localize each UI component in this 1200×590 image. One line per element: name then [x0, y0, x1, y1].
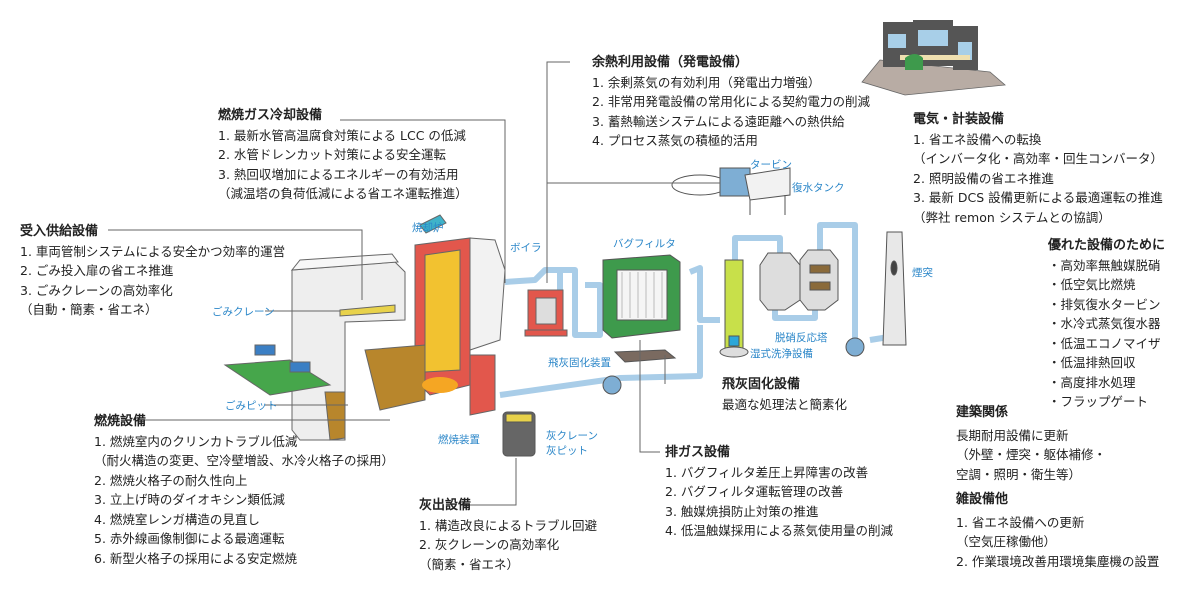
section-item: 4. プロセス蒸気の積極的活用 [592, 133, 758, 148]
section-item: 2. バグフィルタ運転管理の改善 [665, 484, 844, 499]
section-item: （弊社 remon システムとの協調） [913, 209, 1111, 225]
label-turbine: タービン [750, 159, 792, 171]
section-item: 1. 燃焼室内のクリンカトラブル低減 [94, 433, 298, 449]
section-receiving: 受入供給設備 1. 車両管制システムによる安全かつ効率的運営 2. ごみ投入扉の… [20, 222, 285, 320]
turbine [671, 167, 791, 215]
section-item: 3. 熱回収増加によるエネルギーの有効活用 [218, 166, 459, 182]
bullet-item: ・高度排水処理 [1048, 374, 1136, 390]
section-title: 優れた設備のために [1048, 238, 1166, 253]
label-chimney: 煙突 [912, 267, 933, 279]
bag-filter [602, 254, 681, 363]
section-item: 1. 最新水管高温腐食対策による LCC の低減 [218, 127, 466, 143]
section-item: 最適な処理法と簡素化 [722, 396, 848, 412]
section-item: （減温塔の負荷低減による省エネ運転推進） [218, 186, 468, 201]
section-item: 3. 最新 DCS 設備更新による最適運転の推進 [913, 190, 1163, 205]
boiler [524, 289, 568, 337]
section-item: 1. 余剰蒸気の有効利用（発電出力増強） [592, 74, 821, 90]
section-item: 4. 燃焼室レンガ構造の見直し [94, 511, 260, 527]
section-title: 燃焼設備 [94, 414, 147, 429]
wet-scrubber [719, 259, 749, 358]
label-boiler: ボイラ [510, 242, 542, 254]
label-bag-filter: バグフィルタ [613, 238, 676, 250]
section-waste-heat: 余熱利用設備（発電設備） 1. 余剰蒸気の有効利用（発電出力増強） 2. 非常用… [592, 53, 870, 151]
section-item: 2. 非常用発電設備の常用化による契約電力の削減 [592, 94, 871, 109]
section-item: 2. 照明設備の省エネ推進 [913, 170, 1054, 186]
section-title: 灰出設備 [419, 498, 472, 513]
section-title: 燃焼ガス冷却設備 [218, 108, 323, 123]
section-item: （インバータ化・高効率・回生コンバータ） [913, 151, 1164, 166]
section-item: 2. ごみ投入扉の省エネ推進 [20, 263, 174, 278]
section-exhaust: 排ガス設備 1. バグフィルタ差圧上昇障害の改善 2. バグフィルタ運転管理の改… [665, 443, 893, 541]
section-title: 余熱利用設備（発電設備） [592, 55, 749, 70]
leader-lines [108, 61, 720, 506]
section-item: （外壁・煙突・躯体補修・ [956, 447, 1107, 462]
section-item: 1. バグフィルタ差圧上昇障害の改善 [665, 464, 869, 480]
ash-pit [502, 411, 536, 457]
section-electrical: 電気・計装設備 1. 省エネ設備への転換 （インバータ化・高効率・回生コンバータ… [913, 110, 1163, 227]
section-item: 3. 蓄熱輸送システムによる遠距離への熱供給 [592, 113, 845, 129]
section-item: 1. 省エネ設備への更新 [956, 514, 1085, 530]
bullet-item: ・フラップゲート [1048, 394, 1149, 409]
label-garbage-pit: ごみピット [225, 400, 278, 412]
bullet-item: ・水冷式蒸気復水器 [1048, 316, 1161, 331]
section-item: （自動・簡素・省エネ） [20, 302, 158, 317]
section-building: 建築関係 長期耐用設備に更新 （外壁・煙突・躯体補修・ 空調・照明・衛生等） [956, 403, 1106, 484]
section-title: 建築関係 [956, 405, 1009, 420]
section-item: 1. 車両管制システムによる安全かつ効率的運営 [20, 243, 286, 259]
section-title: 電気・計装設備 [913, 112, 1005, 127]
label-incinerator: 焼却炉 [412, 222, 444, 234]
section-item: 2. 燃焼火格子の耐久性向上 [94, 472, 248, 488]
garbage-building [223, 253, 406, 441]
section-combustion: 燃焼設備 1. 燃焼室内のクリンカトラブル低減 （耐火構造の変更、空冷壁増設、水… [94, 412, 394, 568]
section-title: 排ガス設備 [665, 445, 731, 460]
section-item: 3. ごみクレーンの高効率化 [20, 282, 173, 298]
control-room [861, 20, 1006, 96]
section-item: 3. 立上げ時のダイオキシン類低減 [94, 492, 285, 507]
section-title: 飛灰固化設備 [722, 377, 801, 392]
section-misc: 雑設備他 1. 省エネ設備への更新 （空気圧稼働他） 2. 作業環境改善用環境集… [956, 490, 1159, 571]
section-item: 2. 水管ドレンカット対策による安全運転 [218, 147, 447, 162]
section-item: （耐火構造の変更、空冷壁増設、水冷火格子の採用） [94, 453, 395, 468]
section-ash: 灰出設備 1. 構造改良によるトラブル回避 2. 灰クレーンの高効率化 （簡素・… [419, 496, 597, 574]
section-title: 雑設備他 [956, 492, 1009, 507]
label-condensate-tank: 復水タンク [792, 182, 845, 194]
label-combustion-device: 燃焼装置 [438, 434, 480, 446]
section-item: 5. 赤外線画像制御による最適運転 [94, 531, 285, 546]
incinerator [364, 214, 506, 416]
section-gas-cooling: 燃焼ガス冷却設備 1. 最新水管高温腐食対策による LCC の低減 2. 水管ド… [218, 106, 468, 204]
label-garbage-crane: ごみクレーン [212, 306, 275, 318]
bullet-item: ・低温排熱回収 [1048, 355, 1136, 370]
section-item: 2. 作業環境改善用環境集塵機の設置 [956, 553, 1160, 569]
bullet-item: ・高効率無触媒脱硝 [1048, 257, 1161, 273]
denitration-tower [759, 249, 839, 311]
section-fly-ash: 飛灰固化設備 最適な処理法と簡素化 [722, 375, 847, 414]
bullet-item: ・低温エコノマイザ [1048, 335, 1161, 351]
section-item: （簡素・省エネ） [419, 556, 520, 572]
section-item: 4. 低温触媒採用による蒸気使用量の削減 [665, 523, 894, 538]
bullet-item: ・低空気比燃焼 [1048, 277, 1136, 292]
section-title: 受入供給設備 [20, 224, 99, 239]
bullet-item: ・排気復水タービン [1048, 296, 1161, 312]
fans [602, 337, 865, 395]
section-item: 2. 灰クレーンの高効率化 [419, 537, 560, 552]
label-wet-scrubber: 湿式洗浄設備 [750, 348, 813, 360]
section-item: 空調・照明・衛生等） [956, 466, 1082, 482]
label-fly-ash-device: 飛灰固化装置 [548, 357, 611, 369]
section-item: 1. 省エネ設備への転換 [913, 131, 1042, 147]
section-item: 1. 構造改良によるトラブル回避 [419, 517, 598, 533]
label-denitration-tower: 脱硝反応塔 [775, 332, 828, 344]
section-item: 6. 新型火格子の採用による安定燃焼 [94, 550, 298, 566]
section-excellent-equipment: 優れた設備のために ・高効率無触媒脱硝 ・低空気比燃焼 ・排気復水タービン ・水… [1048, 236, 1165, 412]
chimney [882, 231, 907, 346]
label-ash-pit: 灰ピット [546, 445, 588, 457]
section-item: 3. 触媒焼損防止対策の推進 [665, 503, 819, 519]
label-ash-crane: 灰クレーン [546, 430, 598, 442]
section-item: （空気圧稼働他） [956, 534, 1057, 549]
section-item: 長期耐用設備に更新 [956, 427, 1069, 443]
